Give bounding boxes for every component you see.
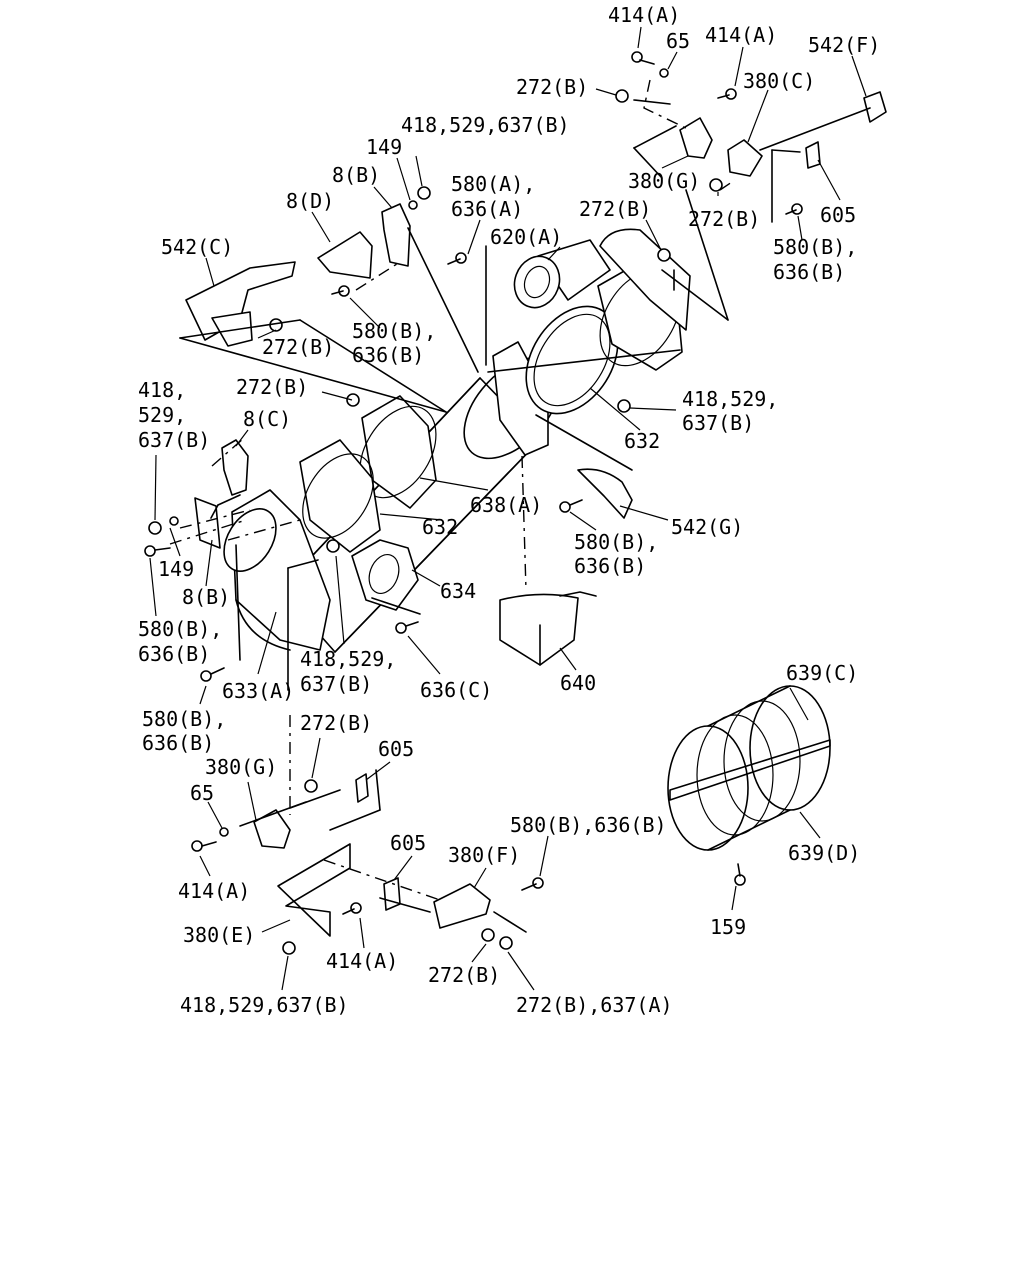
assembly-lines (169, 79, 871, 933)
fasteners (144, 51, 803, 955)
label-638a: 638(A) (470, 493, 542, 517)
label-542c: 542(C) (161, 235, 233, 259)
label-418-529-bot: 418,529, (300, 647, 396, 671)
label-418-left: 418, (138, 378, 186, 402)
gasket-632-right (492, 305, 619, 456)
label-380c: 380(C) (743, 69, 815, 93)
bracket-380g-top (679, 117, 713, 159)
label-636b-mid: 636(B) (352, 343, 424, 367)
label-580b-left: 580(B), (138, 617, 222, 641)
bracket-605-low (355, 773, 369, 803)
label-580b-left2: 580(B), (142, 707, 226, 731)
label-149-top: 149 (366, 135, 402, 159)
bracket-380e (277, 843, 351, 937)
label-640: 640 (560, 671, 596, 695)
clamp-639 (667, 685, 831, 851)
bracket-8d-8b (317, 203, 411, 279)
bracket-542g (577, 468, 633, 519)
label-272b-left: 272(B) (236, 375, 308, 399)
label-65-low: 65 (190, 781, 214, 805)
bracket-542f (863, 91, 887, 123)
label-272b-low2: 272(B) (428, 963, 500, 987)
flange-634 (351, 539, 419, 611)
label-414a-low2: 414(A) (326, 949, 398, 973)
label-542f: 542(F) (808, 33, 880, 57)
label-418-529-637b-top: 418,529,637(B) (401, 113, 570, 137)
label-636b-r: 636(B) (773, 260, 845, 284)
label-633a: 633(A) (222, 679, 294, 703)
label-580b-636b-low: 580(B),636(B) (510, 813, 667, 837)
label-418-529-637b-bot: 418,529,637(B) (180, 993, 349, 1017)
label-636b-left: 636(B) (138, 642, 210, 666)
label-272b-low: 272(B) (300, 711, 372, 735)
label-149-left: 149 (158, 557, 194, 581)
label-605-low2: 605 (390, 831, 426, 855)
label-636c: 636(C) (420, 678, 492, 702)
label-272b-542c: 272(B) (262, 335, 334, 359)
label-605-top: 605 (820, 203, 856, 227)
label-272b-637a: 272(B),637(A) (516, 993, 673, 1017)
label-639c: 639(C) (786, 661, 858, 685)
leader-lines (149, 26, 867, 991)
label-639d: 639(D) (788, 841, 860, 865)
bracket-380c (727, 139, 763, 177)
label-637b-bot: 637(B) (300, 672, 372, 696)
label-272b-r2: 272(B) (688, 207, 760, 231)
label-65-top: 65 (666, 29, 690, 53)
bracket-542c (185, 261, 296, 347)
label-636b-542g: 636(B) (574, 554, 646, 578)
label-620a: 620(A) (490, 225, 562, 249)
heat-shield-640 (499, 591, 597, 666)
label-580a: 580(A), (451, 172, 535, 196)
bracket-8b-left (194, 497, 221, 549)
part-labels: 414(A) 65 414(A) 542(F) 272(B) 380(C) 41… (138, 3, 880, 1017)
label-580b-r: 580(B), (773, 235, 857, 259)
label-634: 634 (440, 579, 476, 603)
label-380e: 380(E) (183, 923, 255, 947)
label-529-left: 529, (138, 403, 186, 427)
label-418-529-r: 418,529, (682, 387, 778, 411)
label-272b-r1: 272(B) (579, 197, 651, 221)
bracket-8c (221, 439, 249, 496)
label-8d: 8(D) (286, 189, 334, 213)
bracket-605-top (805, 141, 821, 169)
bracket-380g-low (253, 809, 291, 849)
label-580b-542g: 580(B), (574, 530, 658, 554)
label-8c: 8(C) (243, 407, 291, 431)
label-380f: 380(F) (448, 843, 520, 867)
label-542g: 542(G) (671, 515, 743, 539)
label-414a-low: 414(A) (178, 879, 250, 903)
label-414a-top: 414(A) (608, 3, 680, 27)
label-605-low: 605 (378, 737, 414, 761)
label-632-mid: 632 (422, 515, 458, 539)
outlet-pipe-620a (513, 228, 691, 331)
label-272b-top: 272(B) (516, 75, 588, 99)
label-8b-top: 8(B) (332, 163, 380, 187)
bracket-605-low2 (383, 877, 401, 911)
label-636b-left2: 636(B) (142, 731, 214, 755)
label-414a-top2: 414(A) (705, 23, 777, 47)
gasket-632-mid (299, 395, 437, 553)
label-8b-left: 8(B) (182, 585, 230, 609)
label-380g-low: 380(G) (205, 755, 277, 779)
label-632-r: 632 (624, 429, 660, 453)
label-159: 159 (710, 915, 746, 939)
label-637b-left: 637(B) (138, 428, 210, 452)
bracket-380f (433, 883, 491, 929)
label-380g-top: 380(G) (628, 169, 700, 193)
label-637b-r: 637(B) (682, 411, 754, 435)
label-636a: 636(A) (451, 197, 523, 221)
label-580b-mid: 580(B), (352, 319, 436, 343)
